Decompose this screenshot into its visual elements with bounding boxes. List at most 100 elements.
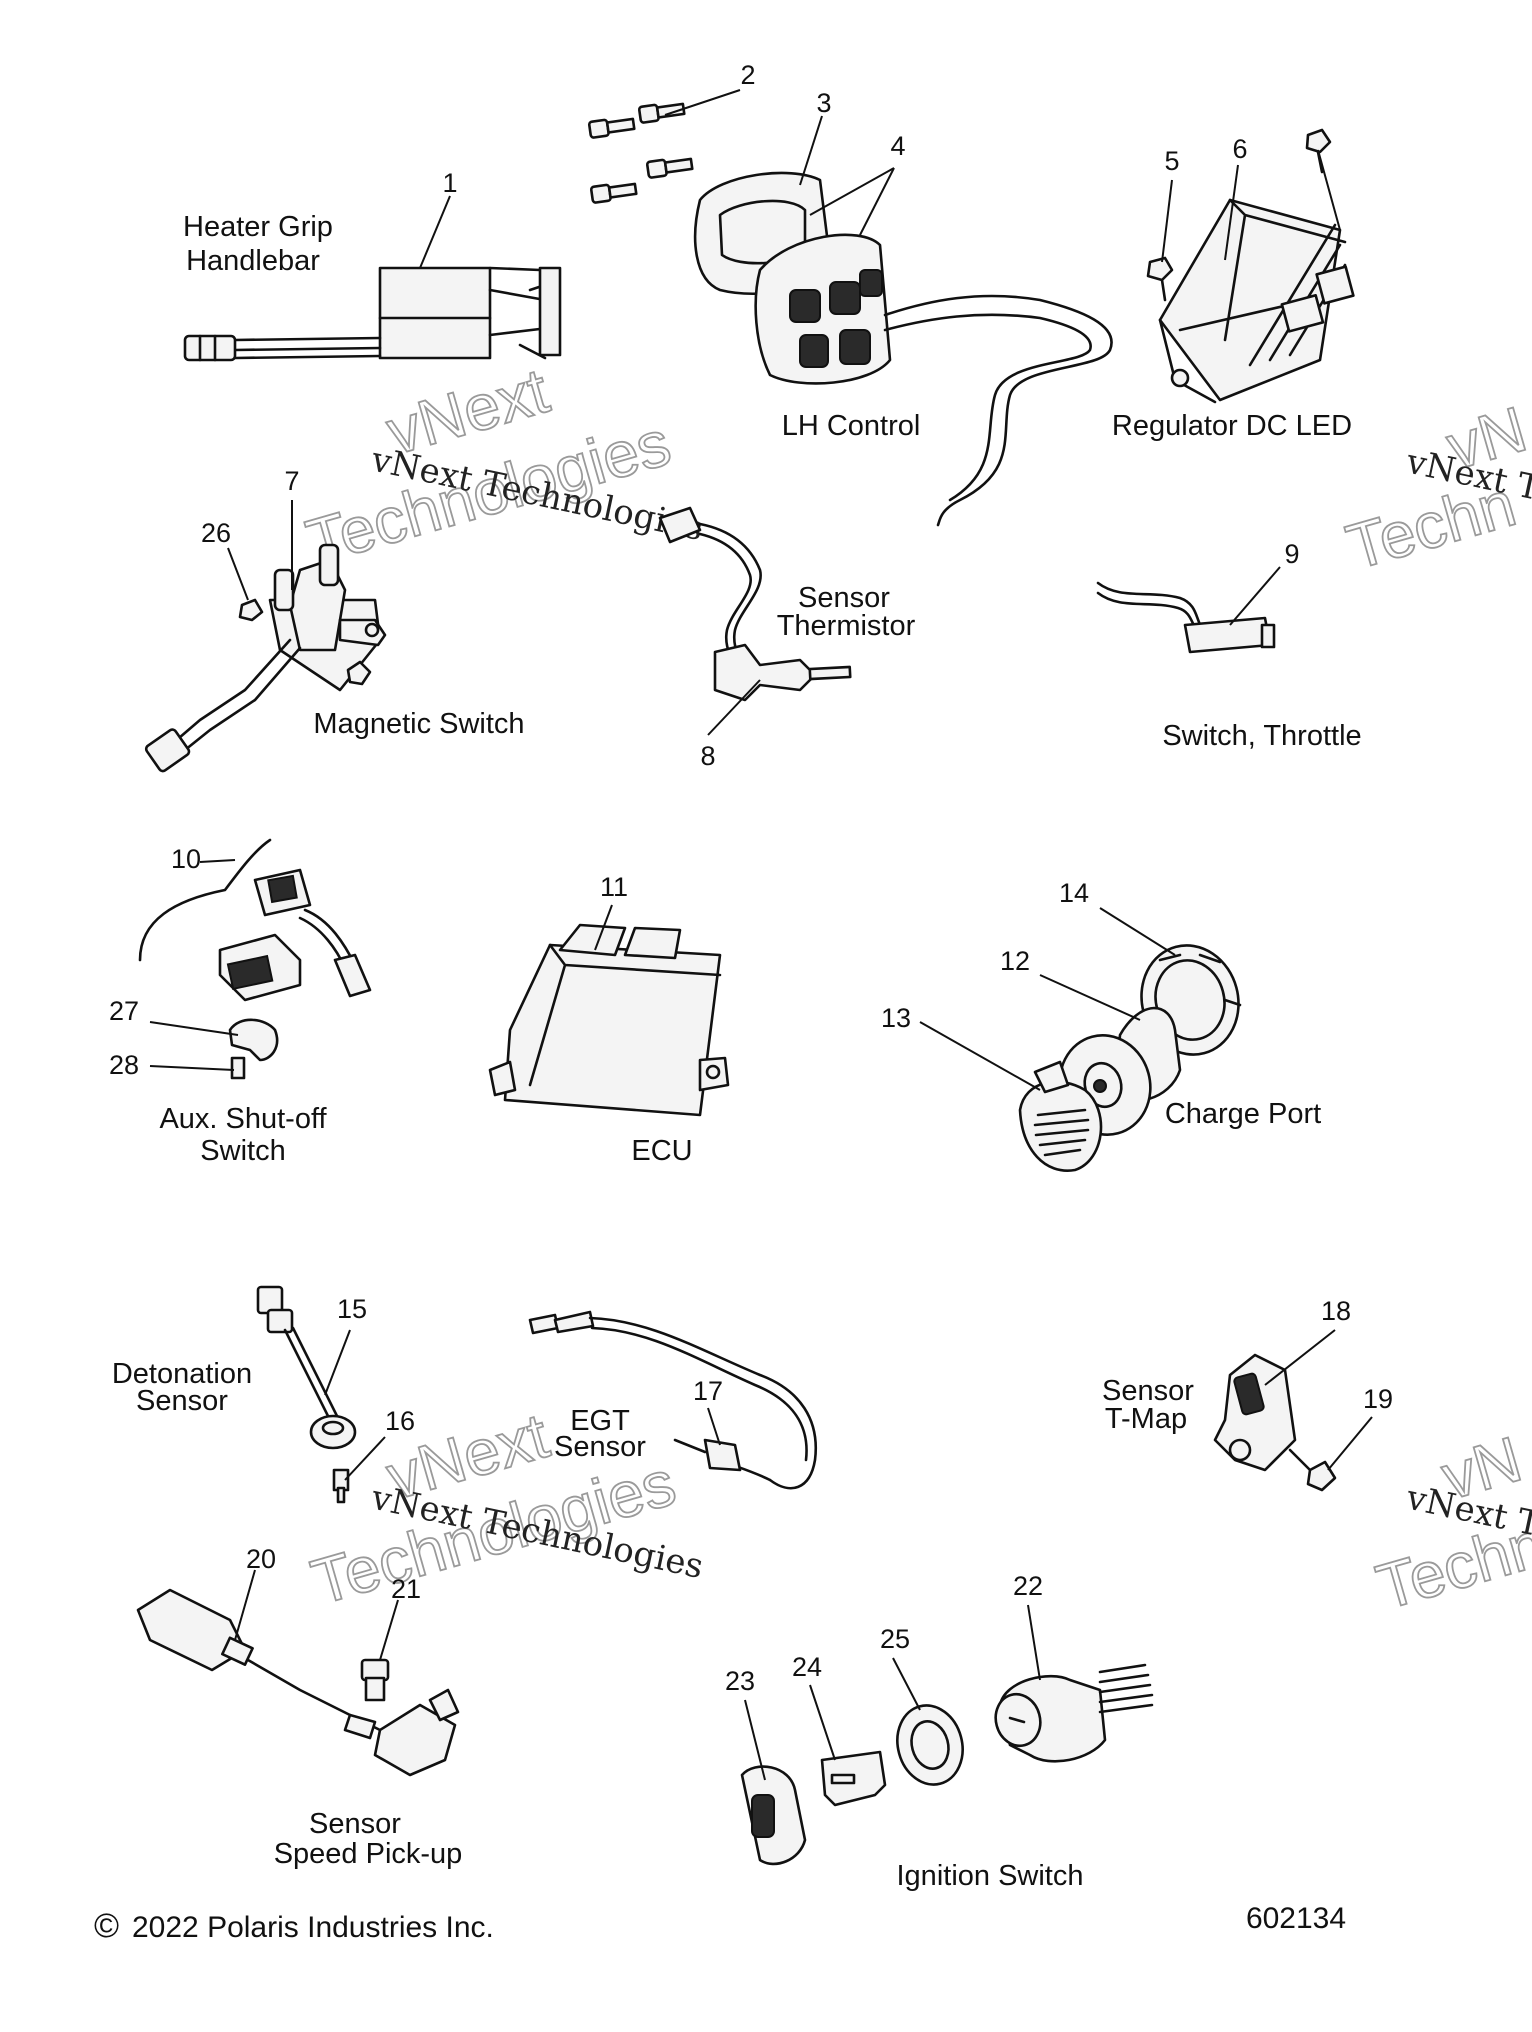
- ecu-body: [503, 943, 722, 1117]
- label-ignition-switch: Ignition Switch: [897, 1860, 1084, 1892]
- heater-grip-harness-part: [183, 266, 562, 362]
- regulator-screw: [1305, 128, 1332, 174]
- thermistor-probe-body: [713, 643, 817, 702]
- ignition-nut: [896, 1704, 964, 1786]
- label-tmap-line1: Sensor: [1102, 1375, 1194, 1407]
- diagram-number: 602134: [1246, 1902, 1346, 1935]
- label-switch-throttle: Switch, Throttle: [1162, 720, 1361, 752]
- label-heater-grip-line2: Handlebar: [186, 245, 320, 277]
- callout-21: 21: [391, 1574, 421, 1604]
- callout-24: 24: [792, 1652, 822, 1682]
- callout-28: 28: [109, 1050, 139, 1080]
- detonation-sensor-part: [256, 1285, 357, 1504]
- copyright-text: 2022 Polaris Industries Inc.: [132, 1911, 494, 1944]
- label-heater-grip-line1: Heater Grip: [183, 211, 333, 243]
- sensor-tmap-part: [1213, 1353, 1337, 1492]
- aux-shutoff-bracket-brace: [138, 838, 272, 962]
- label-charge-port: Charge Port: [1165, 1098, 1321, 1130]
- callout-5: 5: [1164, 146, 1179, 176]
- copyright-symbol: ©: [94, 1907, 119, 1945]
- aux-shutoff-clamp: [228, 1018, 279, 1062]
- footer: © 2022 Polaris Industries Inc. 602134: [94, 1902, 1346, 1945]
- callout-25: 25: [880, 1624, 910, 1654]
- detonation-sensor-body: [309, 1414, 357, 1450]
- callout-6: 6: [1232, 134, 1247, 164]
- ecu-connector: [558, 923, 627, 957]
- label-aux-shutoff-line1: Aux. Shut-off: [159, 1103, 327, 1135]
- label-detonation-line1: Detonation: [112, 1358, 252, 1390]
- throttle-switch-body: [1183, 616, 1272, 654]
- callout-9: 9: [1284, 539, 1299, 569]
- watermark-bottom: vNext Technologies vNext Technologies: [303, 1398, 707, 1619]
- label-egt-line2: Sensor: [554, 1431, 646, 1463]
- magnetic-switch-part: [144, 543, 387, 773]
- heater-grip-connector: [183, 334, 237, 362]
- watermark-top: vNext Technologies vNext Technologies: [298, 353, 707, 579]
- egt-probe-fitting: [703, 1438, 742, 1472]
- callout-26: 26: [201, 518, 231, 548]
- speed-pickup-bolt: [360, 1658, 390, 1702]
- regulator-part: [1146, 128, 1355, 404]
- callout-17: 17: [693, 1376, 723, 1406]
- watermark-top-right: vN Techn vNext Te: [1338, 392, 1532, 585]
- watermark-bottom-right: vN Techn vNext Te: [1368, 1422, 1532, 1625]
- thermistor-connector: [658, 506, 702, 544]
- regulator-screw: [1146, 256, 1174, 302]
- leader-lines: [149, 89, 1373, 1781]
- callout-16: 16: [385, 1406, 415, 1436]
- callout-10: 10: [171, 844, 201, 874]
- label-speed-pickup-line1: Sensor: [309, 1808, 401, 1840]
- callout-7: 7: [284, 466, 299, 496]
- lh-control-button: [859, 269, 883, 297]
- callout-20: 20: [246, 1544, 276, 1574]
- egt-sensor-part: [528, 1310, 818, 1490]
- callout-13: 13: [881, 1003, 911, 1033]
- egt-connector: [528, 1313, 560, 1335]
- lh-control-button: [789, 289, 821, 323]
- label-aux-shutoff-line2: Switch: [200, 1135, 285, 1167]
- switch-throttle-part: [1096, 581, 1276, 654]
- callout-12: 12: [1000, 946, 1030, 976]
- label-speed-pickup-line2: Speed Pick-up: [274, 1838, 463, 1870]
- label-egt-line1: EGT: [570, 1405, 630, 1437]
- label-ecu: ECU: [631, 1135, 692, 1167]
- callout-8: 8: [700, 741, 715, 771]
- ecu-connector: [623, 926, 682, 960]
- screws-part: [587, 102, 694, 204]
- callout-4: 4: [890, 131, 905, 161]
- ignition-switch-part: [740, 1663, 1154, 1866]
- lh-control-button: [829, 281, 861, 315]
- callout-numbers: 1 2 3 4 5 6 7 8 9 10 11 12 13 14 15 16 1…: [109, 60, 1393, 1696]
- speed-pickup-body: [373, 1703, 457, 1777]
- callout-11: 11: [600, 872, 628, 902]
- callout-18: 18: [1321, 1296, 1351, 1326]
- heater-grip-block: [378, 266, 492, 360]
- callout-1: 1: [442, 168, 457, 198]
- magnetic-switch-nut: [346, 660, 372, 686]
- lh-control-cable: [883, 294, 1113, 527]
- callout-22: 22: [1013, 1571, 1043, 1601]
- callout-3: 3: [816, 88, 831, 118]
- aux-shutoff-screw: [230, 1056, 246, 1080]
- callout-2: 2: [740, 60, 755, 90]
- label-detonation-line2: Sensor: [136, 1385, 228, 1417]
- callout-23: 23: [725, 1666, 755, 1696]
- charge-port-part: [1018, 944, 1242, 1172]
- section-labels: Heater Grip Handlebar LH Control Regulat…: [112, 211, 1362, 1892]
- callout-19: 19: [1363, 1384, 1393, 1414]
- lh-control-button: [839, 329, 871, 365]
- sensor-speed-pickup-part: [136, 1588, 460, 1777]
- detonation-bolt: [332, 1468, 350, 1504]
- label-sensor-thermistor-line2: Thermistor: [777, 610, 916, 642]
- label-regulator: Regulator DC LED: [1112, 410, 1352, 442]
- label-lh-control: LH Control: [782, 410, 921, 442]
- lh-control-button: [799, 334, 829, 368]
- throttle-switch-cable: [1096, 581, 1207, 632]
- label-sensor-thermistor-line1: Sensor: [798, 582, 890, 614]
- callout-27: 27: [109, 996, 139, 1026]
- aux-shutoff-part: [138, 838, 372, 1080]
- ecu-part: [488, 923, 730, 1117]
- charge-port-cap: [1018, 1080, 1103, 1172]
- callout-14: 14: [1059, 878, 1089, 908]
